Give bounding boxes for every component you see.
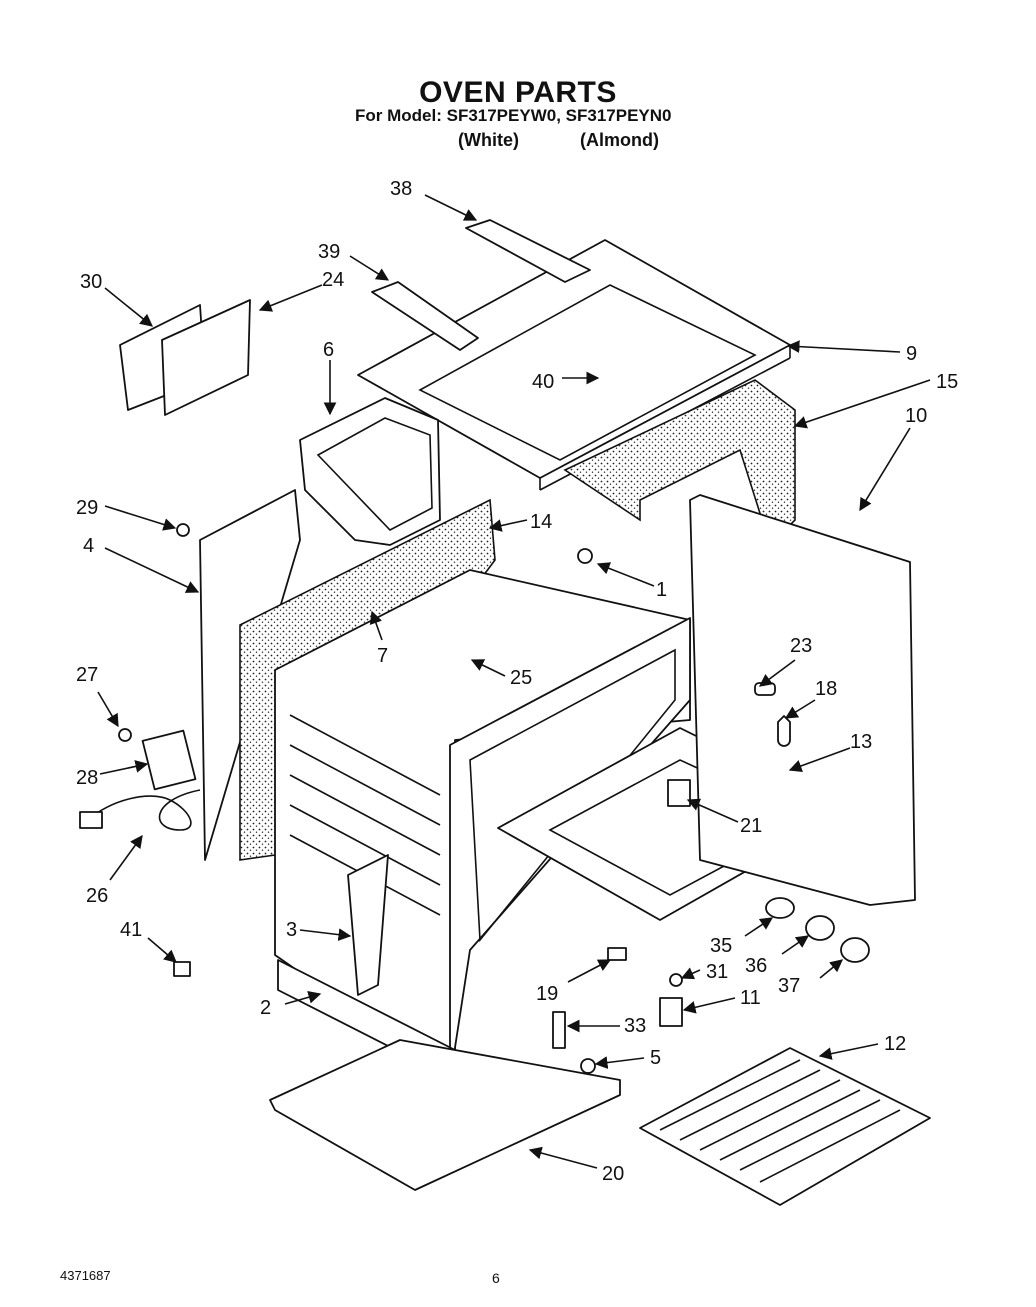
callout-5: 5	[650, 1047, 661, 1069]
callout-6: 6	[323, 339, 334, 361]
callout-35: 35	[710, 935, 732, 957]
variant-white: (White)	[458, 130, 519, 150]
callout-39: 39	[318, 241, 340, 263]
callout-20: 20	[602, 1163, 624, 1185]
oven-rack	[639, 1047, 931, 1206]
callout-3: 3	[286, 919, 297, 941]
callout-12: 12	[884, 1033, 906, 1055]
callout-labels: 38 39 30 24 6 9 40 15 10 29 14 4 1 7 25 …	[76, 178, 958, 1185]
side-panel-right	[689, 494, 916, 906]
leader-lines	[97, 194, 931, 1169]
callout-31: 31	[706, 961, 728, 983]
hinge-3	[347, 854, 389, 996]
page-title: OVEN PARTS	[419, 76, 617, 109]
part-11	[659, 997, 683, 1027]
variant-almond: (Almond)	[580, 130, 659, 150]
bracket-39	[371, 281, 479, 351]
callout-24: 24	[322, 269, 344, 291]
callout-33: 33	[624, 1015, 646, 1037]
label-21	[667, 779, 691, 807]
part-18	[777, 715, 791, 747]
callout-10: 10	[905, 405, 927, 427]
part-31	[669, 973, 683, 987]
callout-4: 4	[83, 535, 94, 557]
callout-26: 26	[86, 885, 108, 907]
callout-15: 15	[936, 371, 958, 393]
part-27	[118, 728, 132, 742]
model-line: For Model: SF317PEYW0, SF317PEYN0	[355, 106, 672, 125]
callout-11: 11	[740, 987, 761, 1009]
callout-21: 21	[740, 815, 762, 837]
wire-26	[87, 789, 201, 831]
connector-26	[79, 811, 103, 829]
callout-9: 9	[906, 343, 917, 365]
callout-23: 23	[790, 635, 812, 657]
callout-30: 30	[80, 271, 102, 293]
callout-7: 7	[377, 645, 388, 667]
vent-duct	[299, 397, 441, 546]
callout-27: 27	[76, 664, 98, 686]
callout-36: 36	[745, 955, 767, 977]
part-41	[173, 961, 191, 977]
document-number: 4371687	[60, 1268, 111, 1283]
part-19	[607, 947, 627, 961]
callout-29: 29	[76, 497, 98, 519]
callout-1: 1	[656, 579, 667, 601]
page-number: 6	[492, 1270, 500, 1286]
callout-13: 13	[850, 731, 872, 753]
callout-25: 25	[510, 667, 532, 689]
callout-38: 38	[390, 178, 412, 200]
drawer-panel	[269, 1039, 621, 1191]
part-36	[805, 915, 835, 941]
callout-18: 18	[815, 678, 837, 700]
bracket-24	[161, 299, 251, 416]
part-33	[552, 1011, 566, 1049]
bracket-38	[465, 219, 591, 283]
callout-14: 14	[530, 511, 552, 533]
callout-28: 28	[76, 767, 98, 789]
callout-19: 19	[536, 983, 558, 1005]
part-29	[176, 523, 190, 537]
part-23	[754, 682, 776, 696]
part-37	[840, 937, 870, 963]
label-28	[141, 729, 197, 791]
callout-2: 2	[260, 997, 271, 1019]
callout-37: 37	[778, 975, 800, 997]
part-5	[580, 1058, 596, 1074]
part-35	[765, 897, 795, 919]
part-1	[577, 548, 593, 564]
callout-41: 41	[120, 919, 142, 941]
callout-40: 40	[532, 371, 554, 393]
